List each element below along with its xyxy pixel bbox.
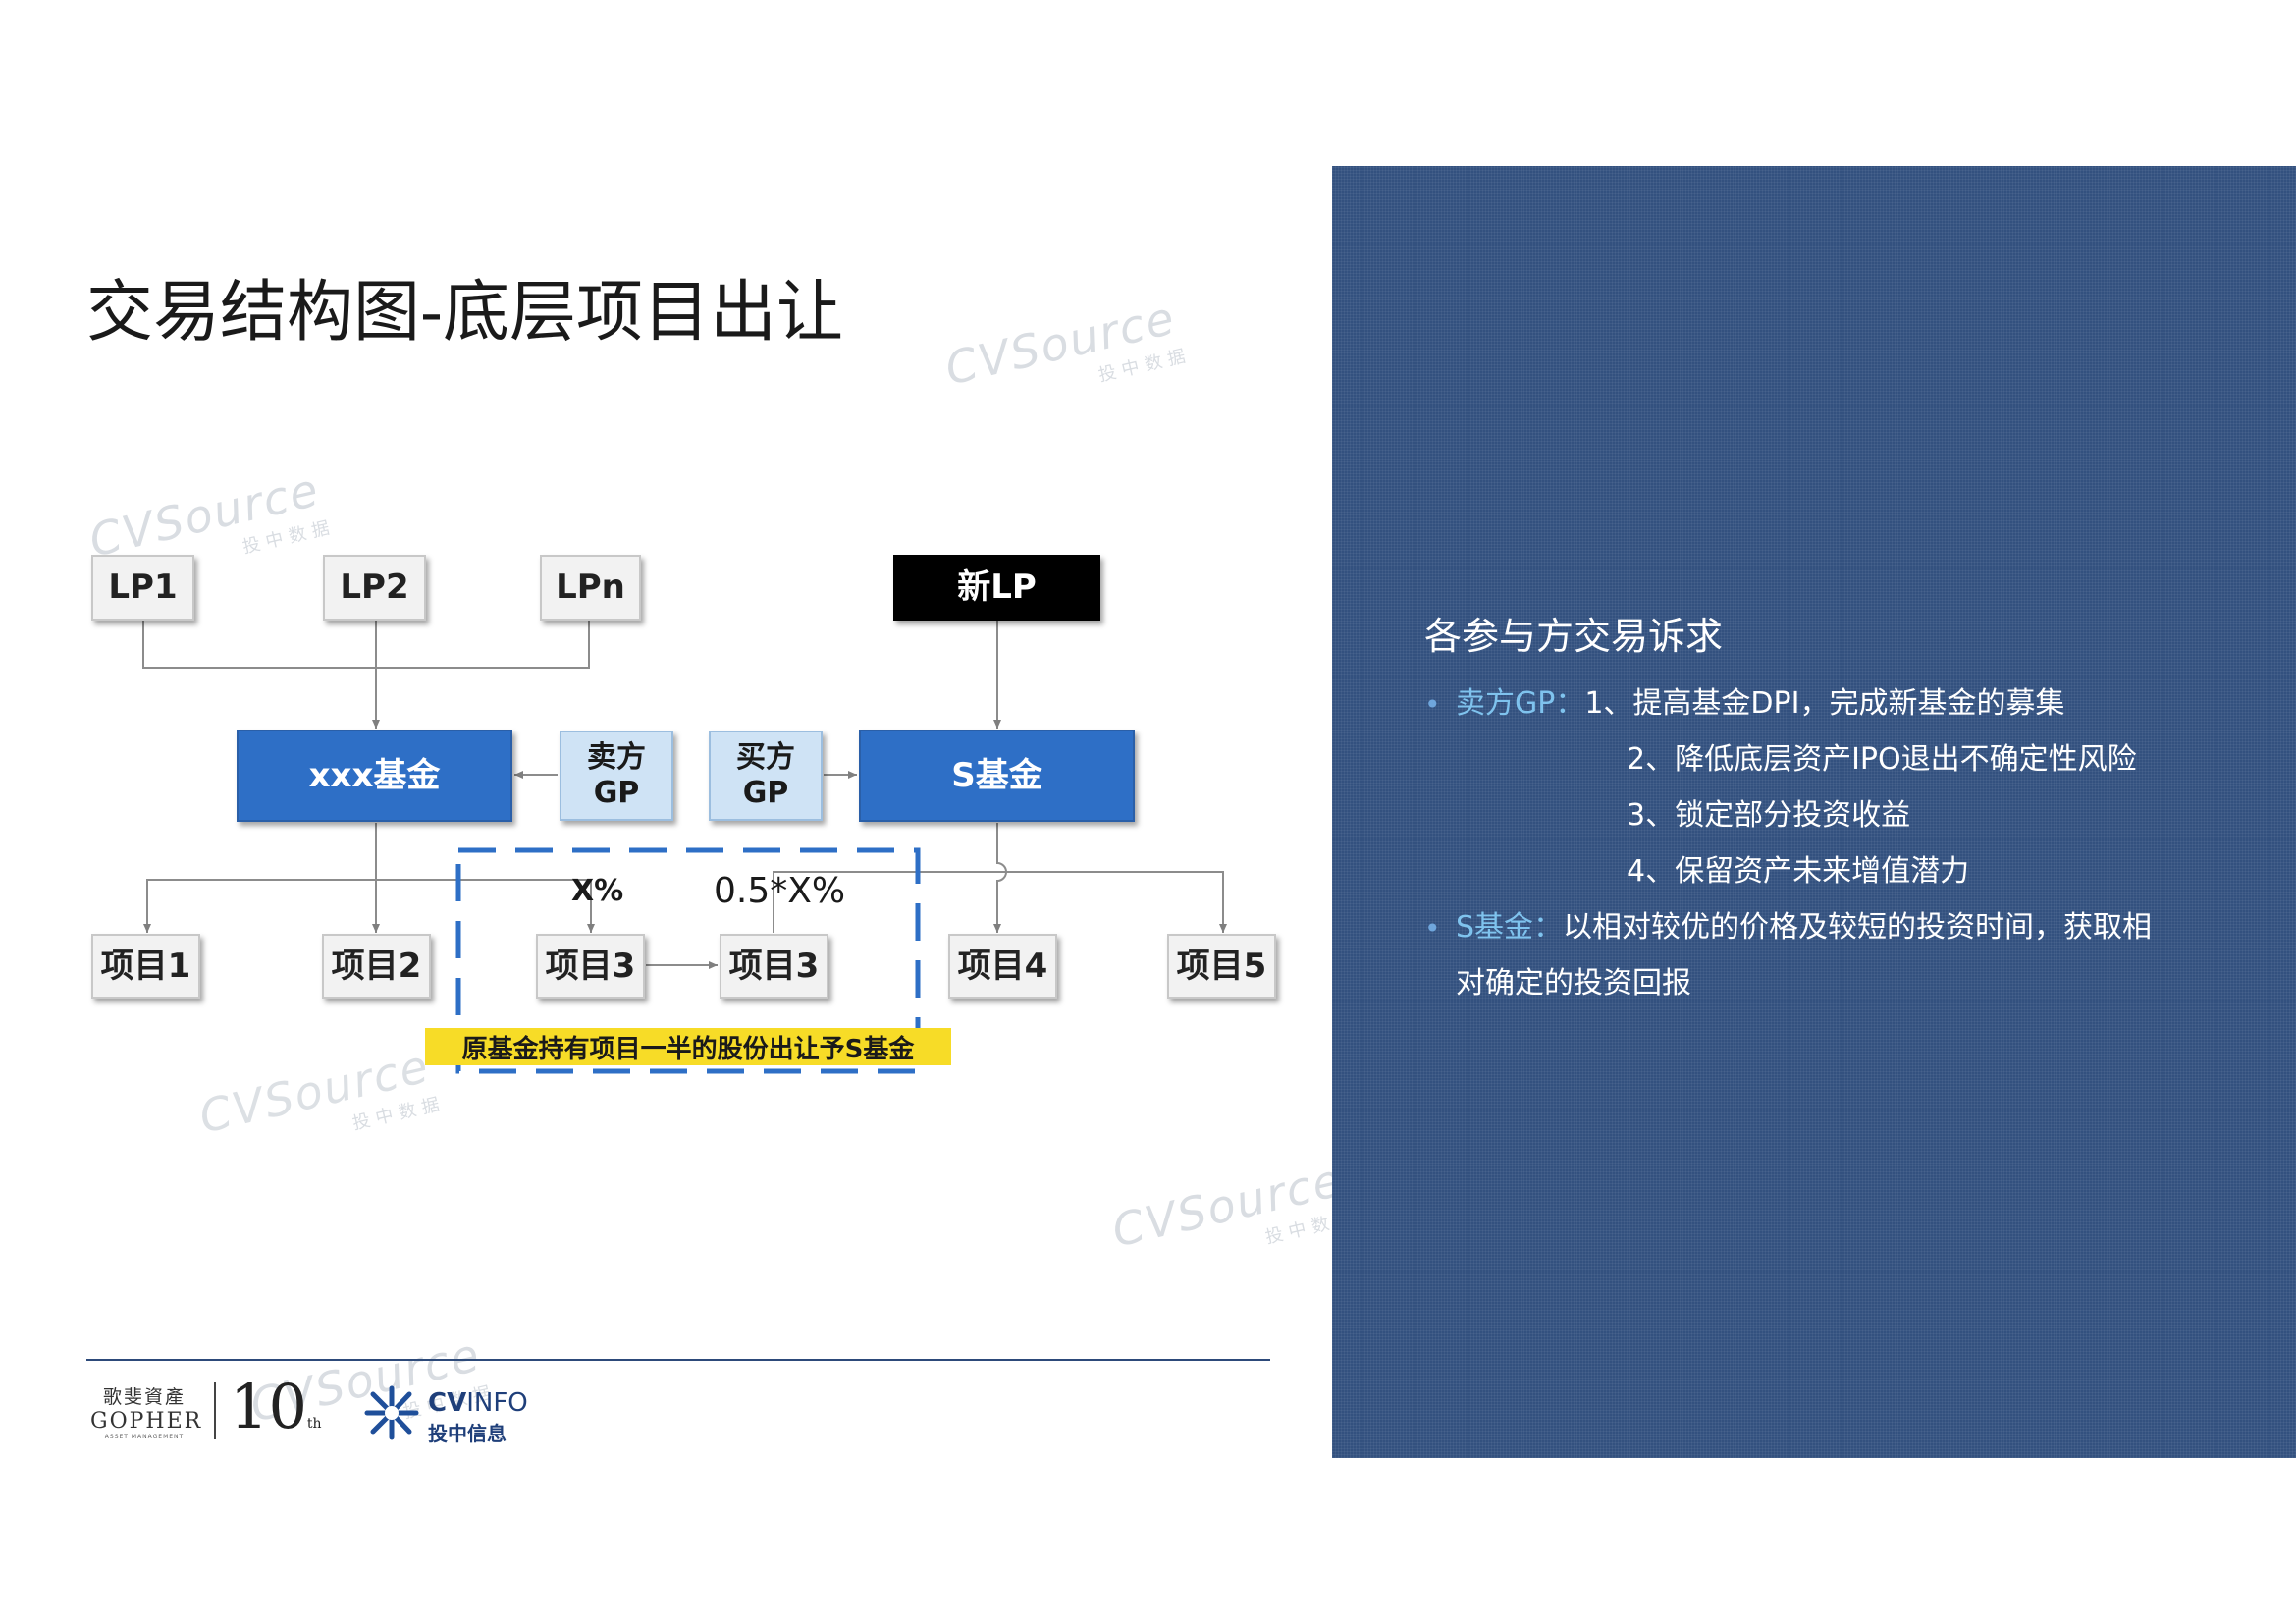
dashed-transfer-box (455, 847, 921, 1074)
cvinfo-burst-icon (364, 1385, 419, 1440)
node-project4: 项目4 (948, 934, 1057, 999)
participant-demands-panel: 各参与方交易诉求 • 卖方GP：1、提高基金DPI，完成新基金的募集 2、降低底… (1332, 166, 2296, 1458)
connector-lp1 (142, 621, 590, 669)
node-project2: 项目2 (322, 934, 431, 999)
bullet-icon: • (1424, 688, 1441, 721)
node-buyer-gp: 买方 GP (709, 731, 823, 821)
tenth-anniversary-logo: 10th (230, 1371, 322, 1442)
seller-demand-line-3: 3、锁定部分投资收益 (1627, 798, 1911, 833)
connector-project1 (143, 879, 376, 933)
edge-label-x-pct: X% (571, 874, 624, 908)
edge-label-half-x-pct: 0.5*X% (714, 871, 846, 911)
s-fund-demand-line-2: 对确定的投资回报 (1456, 966, 1691, 1001)
node-lp2: LP2 (323, 555, 426, 621)
node-project3-original: 项目3 (536, 934, 645, 999)
transfer-note: 原基金持有项目一半的股份出让予S基金 (425, 1028, 951, 1065)
bullet-icon: • (1424, 912, 1441, 945)
logo-divider (214, 1382, 216, 1439)
node-new-lp: 新LP (893, 555, 1100, 621)
node-project1: 项目1 (91, 934, 200, 999)
connector-project3b-project5 (773, 871, 1227, 933)
seller-demand-line-1: 卖方GP：1、提高基金DPI，完成新基金的募集 (1456, 686, 2065, 721)
seller-demand-line-2: 2、降低底层资产IPO退出不确定性风险 (1627, 742, 2137, 777)
footer-divider (86, 1359, 1270, 1361)
node-lpn: LPn (540, 555, 641, 621)
seller-demand-line-4: 4、保留资产未来增值潜力 (1627, 854, 1970, 889)
connector-project3a (376, 879, 595, 933)
page-title: 交易结构图-底层项目出让 (86, 274, 843, 352)
node-lp1: LP1 (91, 555, 194, 621)
node-project3-transferred: 项目3 (720, 934, 828, 999)
node-seller-gp: 卖方 GP (560, 731, 673, 821)
cvinfo-logo: CVINFO 投中信息 (363, 1384, 528, 1445)
connector-s-to-project4 (993, 823, 1007, 933)
gopher-logo: 歌斐資產 GOPHER ASSET MANAGEMENT (90, 1386, 203, 1440)
node-project5: 项目5 (1167, 934, 1276, 999)
s-fund-demand-line-1: S基金：以相对较优的价格及较短的投资时间，获取相 (1456, 910, 2153, 945)
panel-heading: 各参与方交易诉求 (1424, 615, 1724, 658)
node-s-fund: S基金 (859, 730, 1135, 822)
diagram-connectors (142, 621, 1227, 1074)
node-xxx-fund: xxx基金 (237, 730, 512, 822)
